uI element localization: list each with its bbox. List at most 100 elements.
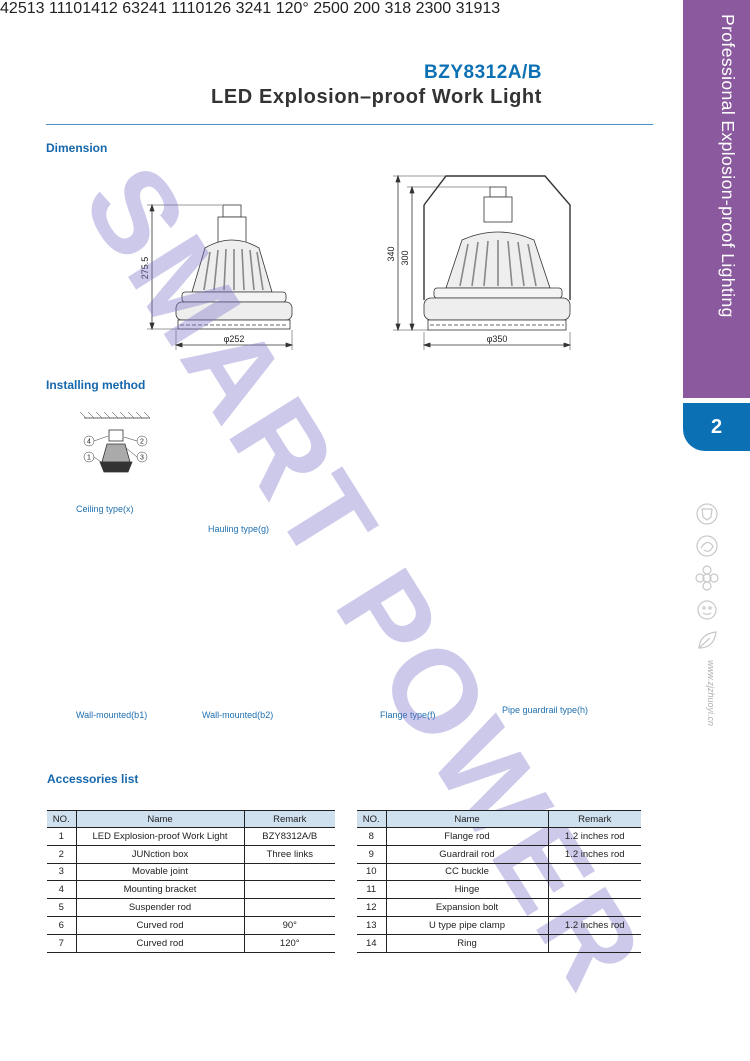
small-diameter-label: φ252 (224, 334, 245, 344)
col-no: NO. (47, 810, 77, 828)
ceiling-callout-numbers: 4 2 1 3 (87, 439, 144, 462)
cell-name: Movable joint (76, 862, 245, 882)
side-banner-title: Professional Explosion-proof Lighting (718, 14, 738, 318)
cell-no: 2 (47, 844, 77, 864)
cell-no: 4 (47, 880, 77, 900)
hauling-callout-numbers: 42513 (0, 0, 45, 17)
cell-remark: 1.2 inches rod (548, 827, 641, 846)
cell-name: Suspender rod (76, 898, 245, 917)
col-remark: Remark (548, 810, 641, 828)
col-remark: Remark (244, 810, 335, 828)
b2-angle-label: 120° (275, 0, 309, 17)
table-header-row: NO. Name Remark (47, 810, 335, 828)
cell-remark (244, 862, 335, 882)
cell-remark: 90° (244, 915, 335, 935)
caption-flange-type: Flange type(f) (380, 710, 436, 720)
large-total-height-label: 340 (386, 246, 396, 261)
caption-wall-b1: Wall-mounted(b1) (76, 710, 148, 720)
small-height-dimension (147, 203, 222, 331)
cell-name: Expansion bolt (386, 898, 549, 917)
cell-name: Flange rod (386, 827, 549, 846)
cell-no: 14 (357, 933, 387, 953)
ceiling-mount-drawing (79, 411, 151, 473)
col-name: Name (386, 810, 549, 828)
cell-no: 8 (357, 827, 387, 846)
large-diameter-dimension (422, 332, 572, 350)
large-height-dimensions (393, 174, 490, 332)
small-diameter-dimension (174, 330, 294, 350)
cell-name: Curved rod (76, 933, 245, 953)
cell-no: 3 (47, 862, 77, 882)
cell-name: Hinge (386, 880, 549, 900)
website-url: www.zjzhuoyi.cn (706, 660, 716, 727)
section-accessories: Accessories list (47, 772, 139, 786)
header-rule (46, 124, 653, 125)
cell-name: CC buckle (386, 862, 549, 882)
side-icon-column (695, 503, 719, 649)
cell-name: Ring (386, 933, 549, 953)
caption-ceiling-type: Ceiling type(x) (76, 504, 134, 514)
cell-name: Guardrail rod (386, 844, 549, 864)
cell-name: U type pipe clamp (386, 915, 549, 935)
table-header-row: NO. Name Remark (357, 810, 641, 828)
face-icon (697, 600, 717, 620)
cell-remark (548, 880, 641, 900)
cell-name: JUNction box (76, 844, 245, 864)
leaf-icon (698, 631, 717, 649)
cell-no: 11 (357, 880, 387, 900)
guardrail-callout-numbers: 31913 (455, 0, 501, 17)
caption-hauling-type: Hauling type(g) (208, 524, 270, 534)
caption-wall-b2: Wall-mounted(b2) (202, 710, 274, 720)
col-no: NO. (357, 810, 387, 828)
cell-no: 13 (357, 915, 387, 935)
cell-remark: 1.2 inches rod (548, 844, 641, 864)
model-number: BZY8312A/B (424, 62, 542, 83)
cell-name: LED Explosion-proof Work Light (76, 827, 245, 846)
cell-no: 12 (357, 898, 387, 917)
svg-text:1: 1 (87, 455, 91, 462)
svg-text:3: 3 (140, 455, 144, 462)
flange-callout-numbers: 318 (384, 0, 412, 17)
swirl-icon (696, 535, 718, 557)
page-number: 2 (683, 403, 750, 451)
cell-remark (548, 933, 641, 953)
lamp-drawing-small (175, 204, 293, 330)
shield-icon (696, 503, 718, 525)
cell-remark (548, 862, 641, 882)
flange-base-label: 200 (353, 0, 380, 17)
svg-text:2: 2 (140, 439, 144, 446)
small-height-label: 275.5 (140, 257, 150, 280)
cell-no: 7 (47, 933, 77, 953)
cell-remark: 1.2 inches rod (548, 915, 641, 935)
cell-name: Mounting bracket (76, 880, 245, 900)
cell-no: 10 (357, 862, 387, 882)
cell-no: 5 (47, 898, 77, 917)
section-dimension: Dimension (46, 141, 108, 155)
cell-name: Curved rod (76, 915, 245, 935)
ceiling-callouts (83, 435, 148, 465)
cell-remark: 120° (244, 933, 335, 953)
cell-no: 9 (357, 844, 387, 864)
cell-no: 1 (47, 827, 77, 846)
cell-remark (548, 898, 641, 917)
caption-guardrail-type: Pipe guardrail type(h) (502, 705, 589, 715)
cell-remark: BZY8312A/B (244, 827, 335, 846)
svg-text:4: 4 (87, 439, 91, 446)
large-body-height-label: 300 (400, 250, 410, 265)
cell-no: 6 (47, 915, 77, 935)
